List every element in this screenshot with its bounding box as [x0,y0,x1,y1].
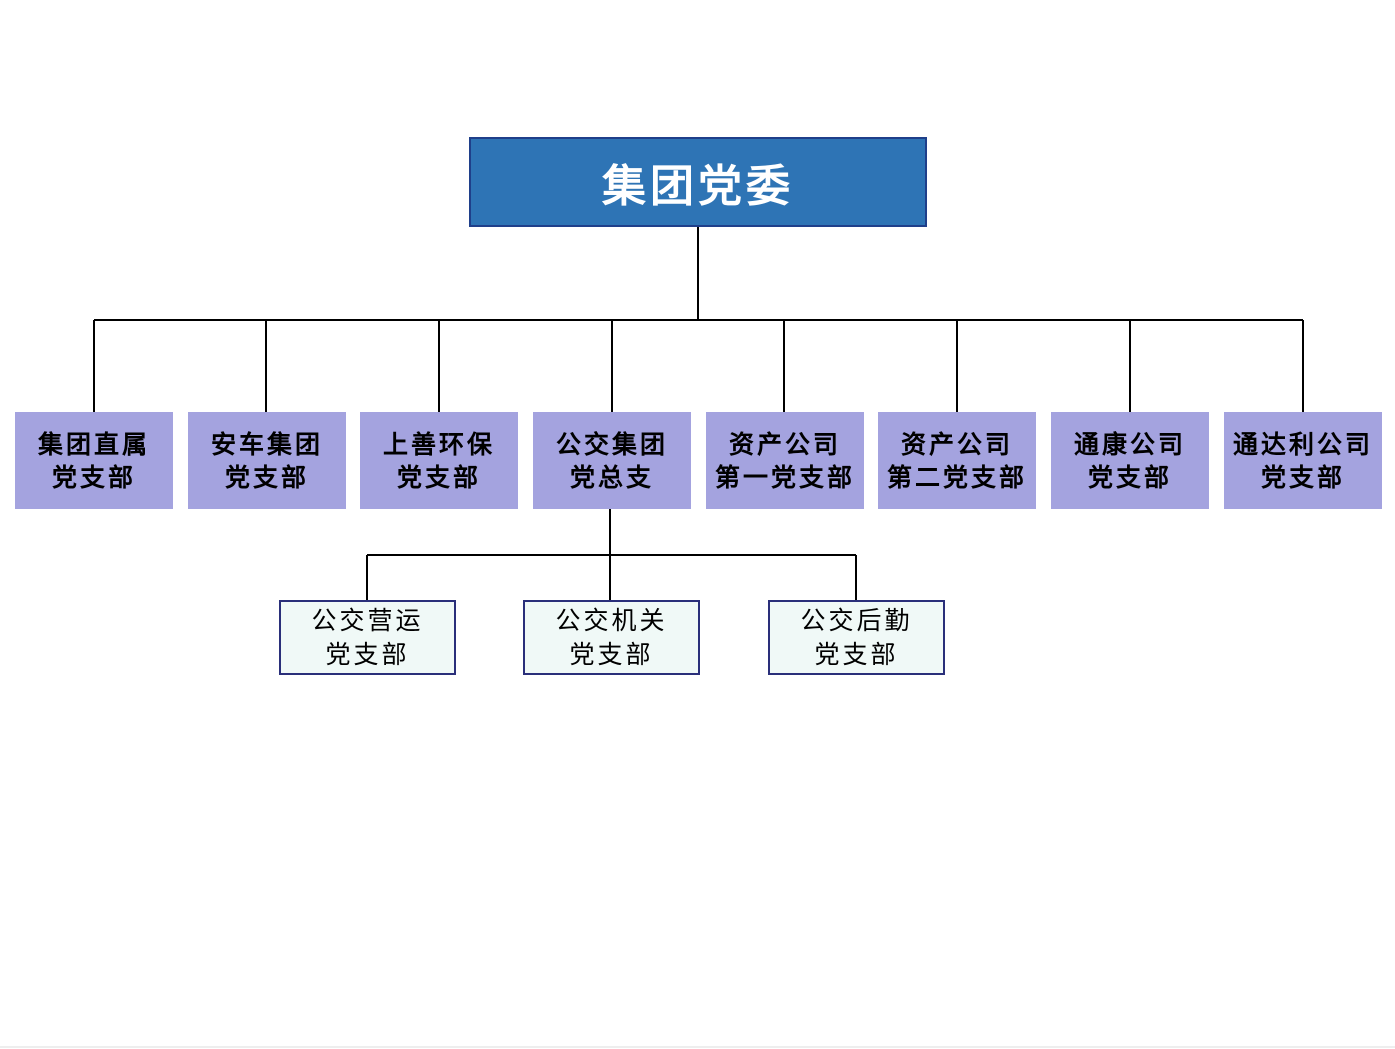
branch-node: 安车集团 党支部 [188,412,346,509]
branch-node: 上善环保 党支部 [360,412,518,509]
branch-label-line1: 上善环保 [382,429,495,459]
branch-node: 公交集团 党总支 [533,412,691,509]
branch-label-line2: 党支部 [396,462,481,492]
branch-label-line1: 资产公司 [900,429,1013,459]
branch-label-line2: 党支部 [1260,462,1345,492]
sub-branch-label-line2: 党支部 [325,639,410,669]
branch-node: 集团直属 党支部 [15,412,173,509]
root-node: 集团党委 [469,137,927,227]
branch-label-line1: 通康公司 [1073,429,1186,459]
sub-branch-label-line2: 党支部 [814,639,899,669]
branch-node: 通康公司 党支部 [1051,412,1209,509]
sub-branch-label-line1: 公交机关 [555,605,668,635]
branch-node: 资产公司 第二党支部 [878,412,1036,509]
branch-label-line2: 党总支 [569,462,654,492]
sub-branch-label-line1: 公交营运 [311,605,424,635]
sub-branch-node: 公交机关 党支部 [523,600,700,675]
branch-label-line1: 资产公司 [728,429,841,459]
branch-label-line2: 党支部 [1087,462,1172,492]
sub-branch-node: 公交营运 党支部 [279,600,456,675]
branch-label-line1: 安车集团 [210,429,323,459]
branch-label-line2: 党支部 [224,462,309,492]
sub-branch-label-line2: 党支部 [569,639,654,669]
branch-node: 资产公司 第一党支部 [706,412,864,509]
bottom-divider [0,1046,1395,1048]
branch-node: 通达利公司 党支部 [1224,412,1382,509]
branch-label-line1: 通达利公司 [1232,429,1373,459]
branch-label-line2: 第二党支部 [886,462,1027,492]
sub-branch-label-line1: 公交后勤 [800,605,913,635]
branch-label-line1: 公交集团 [555,429,668,459]
branch-label-line2: 党支部 [51,462,136,492]
branch-label-line2: 第一党支部 [714,462,855,492]
branch-label-line1: 集团直属 [37,429,150,459]
root-label: 集团党委 [602,161,794,212]
sub-branch-node: 公交后勤 党支部 [768,600,945,675]
